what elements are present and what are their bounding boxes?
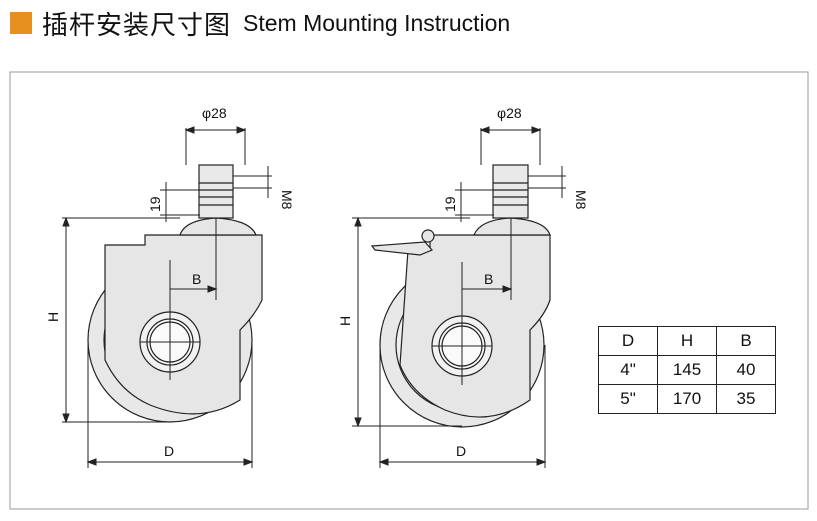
- label-right-phi28: φ28: [497, 105, 522, 121]
- label-right-19: 19: [442, 196, 458, 212]
- swivel-left: [179, 217, 257, 236]
- title-english: Stem Mounting Instruction: [243, 9, 511, 36]
- accent-square: [10, 12, 32, 34]
- spec-cell: 145: [657, 355, 717, 385]
- spec-header-h: H: [657, 326, 717, 356]
- spec-cell: 40: [716, 355, 776, 385]
- table-row: 5" 170 35: [598, 384, 776, 414]
- title-chinese: 插杆安装尺寸图: [42, 10, 232, 41]
- table-row: 4" 145 40: [598, 355, 776, 385]
- dims-right: [352, 126, 566, 468]
- label-left-h: H: [45, 312, 61, 322]
- spec-cell: 35: [716, 384, 776, 414]
- label-right-h: H: [337, 316, 353, 326]
- stem-right: [492, 164, 529, 219]
- page-header: 插杆安装尺寸图 Stem Mounting Instruction: [10, 6, 511, 41]
- label-right-b: B: [484, 271, 493, 287]
- label-left-b: B: [192, 271, 201, 287]
- caster-left: [87, 164, 263, 423]
- spec-header-b: B: [716, 326, 776, 356]
- label-left-phi28: φ28: [202, 105, 227, 121]
- stem-left: [198, 164, 234, 219]
- spec-table: D H B 4" 145 40 5" 170 35: [598, 326, 776, 414]
- brake-lever: [370, 241, 434, 256]
- dims-left: [62, 126, 272, 468]
- caster-right: [370, 164, 551, 428]
- label-left-19: 19: [147, 196, 163, 212]
- spec-cell: 170: [657, 384, 717, 414]
- swivel-right: [473, 217, 551, 236]
- label-left-m8: M8: [279, 190, 295, 210]
- spec-cell: 4": [598, 355, 658, 385]
- spec-table-header: D H B: [598, 326, 776, 356]
- panel-frame: [9, 71, 809, 510]
- label-right-m8: M8: [573, 190, 589, 210]
- spec-cell: 5": [598, 384, 658, 414]
- brake-pivot: [421, 229, 435, 243]
- label-left-d: D: [164, 443, 174, 459]
- spec-header-d: D: [598, 326, 658, 356]
- label-right-d: D: [456, 443, 466, 459]
